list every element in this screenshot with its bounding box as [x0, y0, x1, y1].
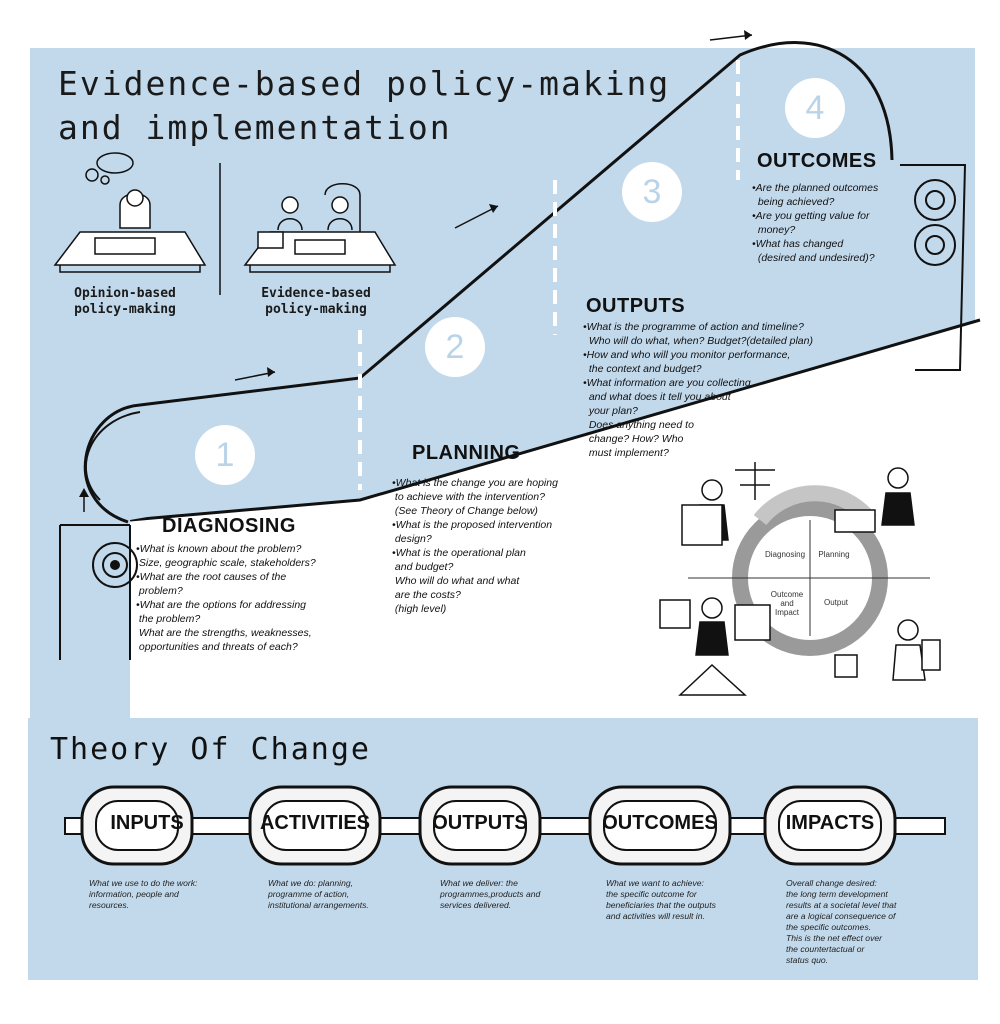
chain-desc-outputs: What we deliver: the programmes,products… — [440, 878, 541, 910]
stage-line: (high level) — [392, 603, 447, 615]
stage-line: Who will do what and what — [392, 575, 520, 587]
chain-link-outcomes: OUTCOMES — [602, 812, 718, 834]
cycle-label-outcome-impact: Outcome and Impact — [770, 590, 804, 617]
step-number-3: 3 — [622, 162, 682, 222]
cycle-label-diagnosing: Diagnosing — [764, 550, 806, 559]
stage-line: (desired and undesired)? — [752, 252, 875, 264]
stage-line: •What are the options for addressing — [136, 599, 307, 611]
chain-desc-activities: What we do: planning, programme of actio… — [268, 878, 369, 910]
stage-line: being achieved? — [752, 196, 835, 208]
chain-desc-impacts: Overall change desired: the long term de… — [786, 878, 897, 965]
stage-line: Does anything need to — [583, 419, 694, 431]
stage-line: the context and budget? — [583, 363, 702, 375]
opinion-based-label: Opinion-based policy-making — [74, 286, 176, 317]
chain-link-activities: ACTIVITIES — [259, 812, 370, 834]
cycle-people-illustration — [659, 462, 941, 696]
cycle-label-planning: Planning — [818, 550, 850, 559]
stage-line: •What is known about the problem? — [136, 543, 302, 555]
stage-list-planning: •What is the change you are hoping to ac… — [392, 476, 558, 616]
stage-line: •Are the planned outcomes — [752, 182, 879, 194]
stage-list-outputs: •What is the programme of action and tim… — [583, 320, 813, 460]
stage-title-outputs: OUTPUTS — [586, 295, 686, 317]
chain-desc-outcomes: What we want to achieve: the specific ou… — [606, 878, 716, 921]
step-number-2: 2 — [425, 317, 485, 377]
stage-line: •What are the root causes of the — [136, 571, 287, 583]
stage-title-diagnosing: DIAGNOSING — [162, 515, 296, 537]
upper-gear — [900, 164, 967, 371]
theory-of-change-title: Theory Of Change — [50, 732, 371, 767]
stage-line: must implement? — [583, 447, 669, 459]
chain-link-impacts: IMPACTS — [785, 812, 875, 834]
stage-line: and budget? — [392, 561, 454, 573]
evidence-desk-illustration — [243, 183, 397, 273]
chain-desc-inputs: What we use to do the work: information,… — [89, 878, 198, 910]
stage-line: (See Theory of Change below) — [392, 505, 538, 517]
stage-line: to achieve with the intervention? — [392, 491, 545, 503]
stage-line: •What is the change you are hoping — [392, 477, 558, 489]
escalator-handrail — [88, 48, 901, 520]
stage-list-outcomes: •Are the planned outcomes being achieved… — [752, 181, 878, 265]
page-title-line2: and implementation — [58, 108, 452, 147]
step-number-4: 4 — [785, 78, 845, 138]
stage-line: •What is the operational plan — [392, 547, 526, 559]
opinion-desk-illustration — [53, 152, 207, 273]
stage-line: opportunities and threats of each? — [136, 641, 298, 653]
stage-line: •What is the programme of action and tim… — [583, 321, 804, 333]
stage-line: •What is the proposed intervention — [392, 519, 553, 531]
cycle-label-output: Output — [823, 598, 848, 607]
chain-link-inputs: INPUTS — [110, 812, 184, 834]
lower-gear — [59, 524, 138, 660]
stage-line: are the costs? — [392, 589, 461, 601]
chain-illustration — [64, 785, 946, 866]
stage-line: •Are you getting value for — [752, 210, 870, 222]
stage-line: •How and who will you monitor performanc… — [583, 349, 791, 361]
stage-line: your plan? — [583, 405, 638, 417]
chain-link-outputs: OUTPUTS — [432, 812, 528, 834]
stage-title-planning: PLANNING — [412, 442, 521, 464]
stage-line: What are the strengths, weaknesses, — [136, 627, 312, 639]
stage-title-outcomes: OUTCOMES — [757, 150, 877, 172]
stage-line: •What has changed — [752, 238, 844, 250]
stage-line: problem? — [136, 585, 183, 597]
stage-line: the problem? — [136, 613, 201, 625]
page-title: Evidence-based policy-making and impleme… — [58, 62, 670, 150]
stage-line: Size, geographic scale, stakeholders? — [136, 557, 316, 569]
stage-line: •What information are you collecting — [583, 377, 751, 389]
stage-line: Who will do what, when? Budget?(detailed… — [583, 335, 813, 347]
step-number-1: 1 — [195, 425, 255, 485]
evidence-based-label: Evidence-based policy-making — [261, 286, 371, 317]
cycle-diagram — [688, 485, 930, 656]
stage-list-diagnosing: •What is known about the problem? Size, … — [136, 542, 316, 654]
stage-line: and what does it tell you about — [583, 391, 731, 403]
stage-line: design? — [392, 533, 432, 545]
stage-line: change? How? Who — [583, 433, 684, 445]
page-title-line1: Evidence-based policy-making — [58, 64, 671, 103]
stage-line: money? — [752, 224, 796, 236]
